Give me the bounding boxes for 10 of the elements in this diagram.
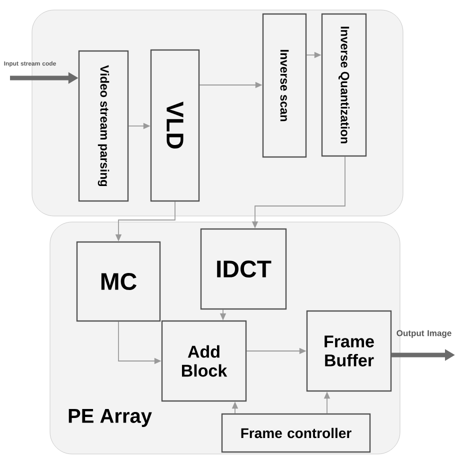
process-box: VLD <box>150 49 200 202</box>
module-box: MC <box>76 241 161 322</box>
process-box: Video stream parsing <box>78 50 129 202</box>
edge-label: Output Image <box>396 330 452 338</box>
module-box: IDCT <box>200 228 287 310</box>
process-box: Frame controller <box>221 413 371 453</box>
process-box: Inverse scan <box>262 13 307 158</box>
process-box: Inverse Quantization <box>321 13 367 157</box>
module-box: Frame Buffer <box>306 310 392 392</box>
module-box: Add Block <box>161 320 247 402</box>
